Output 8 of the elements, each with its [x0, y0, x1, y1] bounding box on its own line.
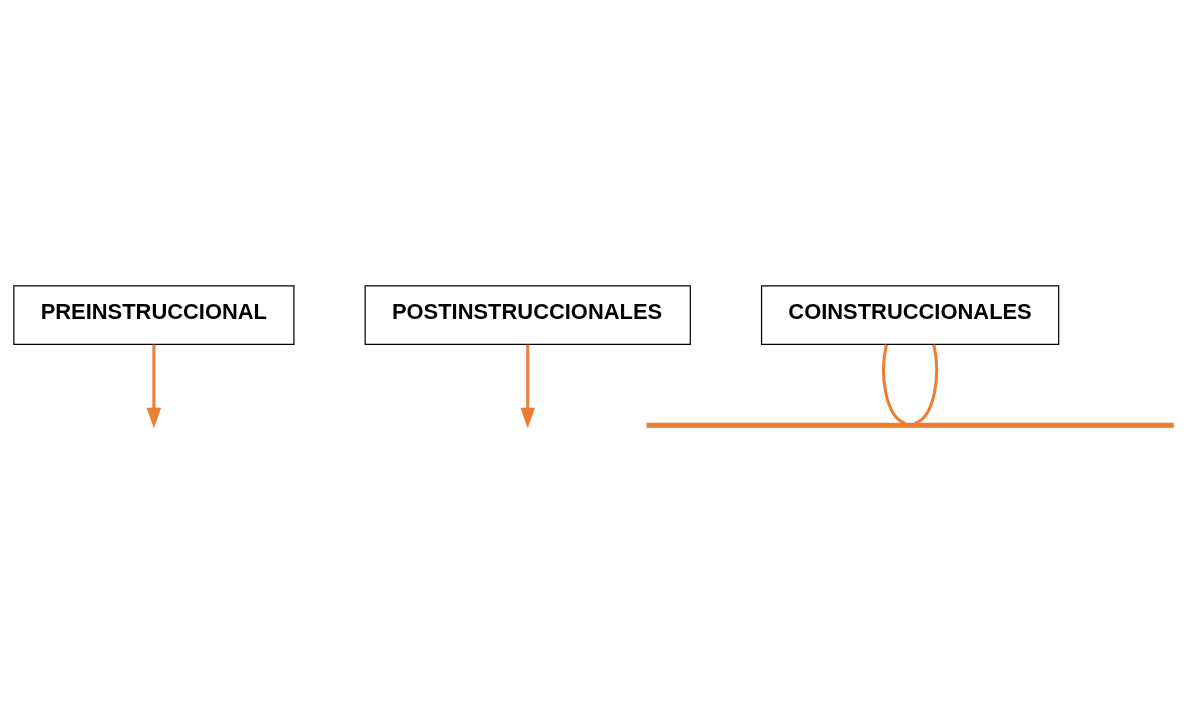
connector — [914, 343, 939, 425]
connector — [882, 343, 907, 425]
arrow — [520, 344, 535, 429]
node-box: POSTINSTRUCCIONALES — [364, 284, 691, 345]
node-box: PREINSTRUCCIONAL — [13, 284, 295, 345]
node-box: COINSTRUCCIONALES — [760, 284, 1060, 345]
node-bar — [646, 422, 1174, 428]
arrow — [146, 344, 162, 429]
